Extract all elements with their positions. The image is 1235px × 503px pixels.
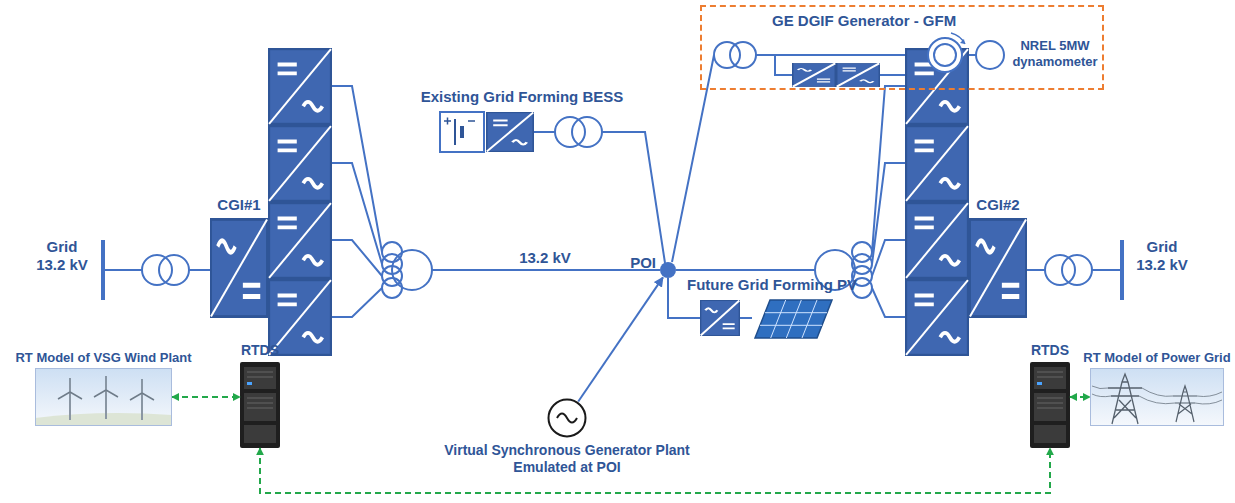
transformer-winding	[555, 117, 585, 147]
grid-voltage-label: Grid 13.2 kV	[1132, 238, 1192, 274]
transformer-winding	[382, 242, 402, 262]
transformer-winding	[714, 42, 740, 68]
ground	[35, 413, 172, 426]
converter-label: CGI#1	[217, 196, 260, 214]
source-outline	[547, 398, 587, 438]
power-converter	[269, 203, 331, 278]
battery-plate	[460, 126, 464, 138]
node-text: RTDS	[1031, 342, 1069, 359]
vsg-source-circle: Virtual Synchronous Generator Plant Emul…	[547, 398, 587, 438]
rack-panel	[244, 367, 276, 389]
rack-panel	[244, 425, 276, 443]
node-heading: RT Model of VSG Wind Plant	[15, 350, 191, 366]
transformer-winding	[142, 255, 172, 285]
transmission-tower	[1108, 374, 1142, 424]
node-text: POI	[630, 254, 656, 272]
power-converter	[906, 280, 968, 355]
power-converter	[906, 203, 968, 278]
node-text: RT Model of Power Grid	[1083, 350, 1230, 366]
emulation-arrow	[578, 277, 663, 401]
transformer-winding	[382, 278, 402, 298]
grid-interface-converter	[211, 219, 267, 316]
node-heading: POI	[630, 254, 656, 272]
transformer-winding	[852, 254, 872, 274]
rtds-rack-node: RTDS	[240, 362, 280, 448]
power-converter	[906, 126, 968, 201]
pv-panel	[755, 300, 832, 338]
transformer-winding	[159, 255, 189, 285]
generator-converter	[793, 63, 836, 86]
power-converter	[269, 49, 331, 124]
rtds-link	[1070, 396, 1090, 398]
transformer-winding	[572, 117, 602, 147]
rtds-link	[172, 396, 240, 398]
bess-label: Existing Grid Forming BESS	[421, 88, 624, 106]
transformer-winding	[1045, 255, 1075, 285]
power-wire	[103, 55, 1122, 318]
node-text: Virtual Synchronous Generator Plant Emul…	[417, 442, 717, 476]
source-circle	[549, 400, 586, 437]
rtds-rack	[1030, 362, 1070, 448]
poi-bus-dot: POI	[660, 262, 676, 278]
transformer-winding	[1062, 255, 1092, 285]
rotation-arrow-head	[960, 39, 965, 44]
rack-panel	[1034, 393, 1066, 421]
dynamometer-label: NREL 5MW dynamometer	[1009, 38, 1101, 69]
rack-led	[247, 382, 252, 385]
dynamometer-symbol	[976, 41, 1004, 69]
converter-label: CGI#2	[976, 196, 1019, 214]
poi-dot	[660, 262, 676, 278]
node-text: GE DGIF Generator - GFM	[772, 12, 956, 30]
transmission-wire	[1092, 386, 1222, 404]
rack-slots	[247, 372, 273, 408]
generator-converter	[837, 63, 880, 86]
transformer-winding	[852, 242, 872, 262]
rtds-rack	[240, 362, 280, 448]
grid-voltage-label: Grid 13.2 kV	[32, 238, 92, 274]
transformer-winding	[392, 250, 432, 290]
transformer-winding	[730, 42, 756, 68]
node-heading: RT Model of Power Grid	[1083, 350, 1230, 366]
power-grid-picture	[1090, 368, 1224, 426]
pv-cell-grid	[760, 300, 827, 338]
battery-plate	[454, 119, 456, 145]
rack-panel	[244, 393, 276, 421]
transmission-tower	[1173, 386, 1197, 422]
ac-source-sign	[557, 414, 577, 423]
wind-plant-picture	[35, 368, 172, 426]
battery-box	[440, 112, 484, 152]
pv-inverter	[701, 301, 740, 336]
node-heading: Virtual Synchronous Generator Plant Emul…	[417, 442, 717, 476]
rotation-arrow	[951, 33, 965, 44]
rtds-rack-node: RTDS	[1030, 362, 1070, 448]
rack-panel	[1034, 367, 1066, 389]
node-heading: RTDS	[241, 342, 279, 359]
model-picture-box: RT Model of Power Grid	[1090, 368, 1224, 426]
grid-interface-converter	[970, 219, 1026, 316]
node-text: RTDS	[241, 342, 279, 359]
rack-panel	[1034, 425, 1066, 443]
pv-label: Future Grid Forming PV	[687, 276, 857, 294]
generator-stator	[928, 38, 962, 72]
turbine-blades	[58, 376, 154, 400]
rack-led	[1037, 382, 1042, 385]
node-heading: RTDS	[1031, 342, 1069, 359]
voltage-label: 13.2 kV	[519, 249, 571, 267]
battery-polarity-mark	[444, 118, 475, 125]
model-picture-box: RT Model of VSG Wind Plant	[35, 368, 172, 426]
node-heading: GE DGIF Generator - GFM	[772, 12, 956, 30]
battery-inverter	[487, 113, 533, 152]
generator-rotor	[934, 44, 956, 66]
node-text: RT Model of VSG Wind Plant	[15, 350, 191, 366]
bus-dot-outline	[660, 262, 676, 278]
power-converter	[269, 126, 331, 201]
turbine-tower	[70, 390, 142, 420]
rack-slots	[1037, 372, 1063, 408]
